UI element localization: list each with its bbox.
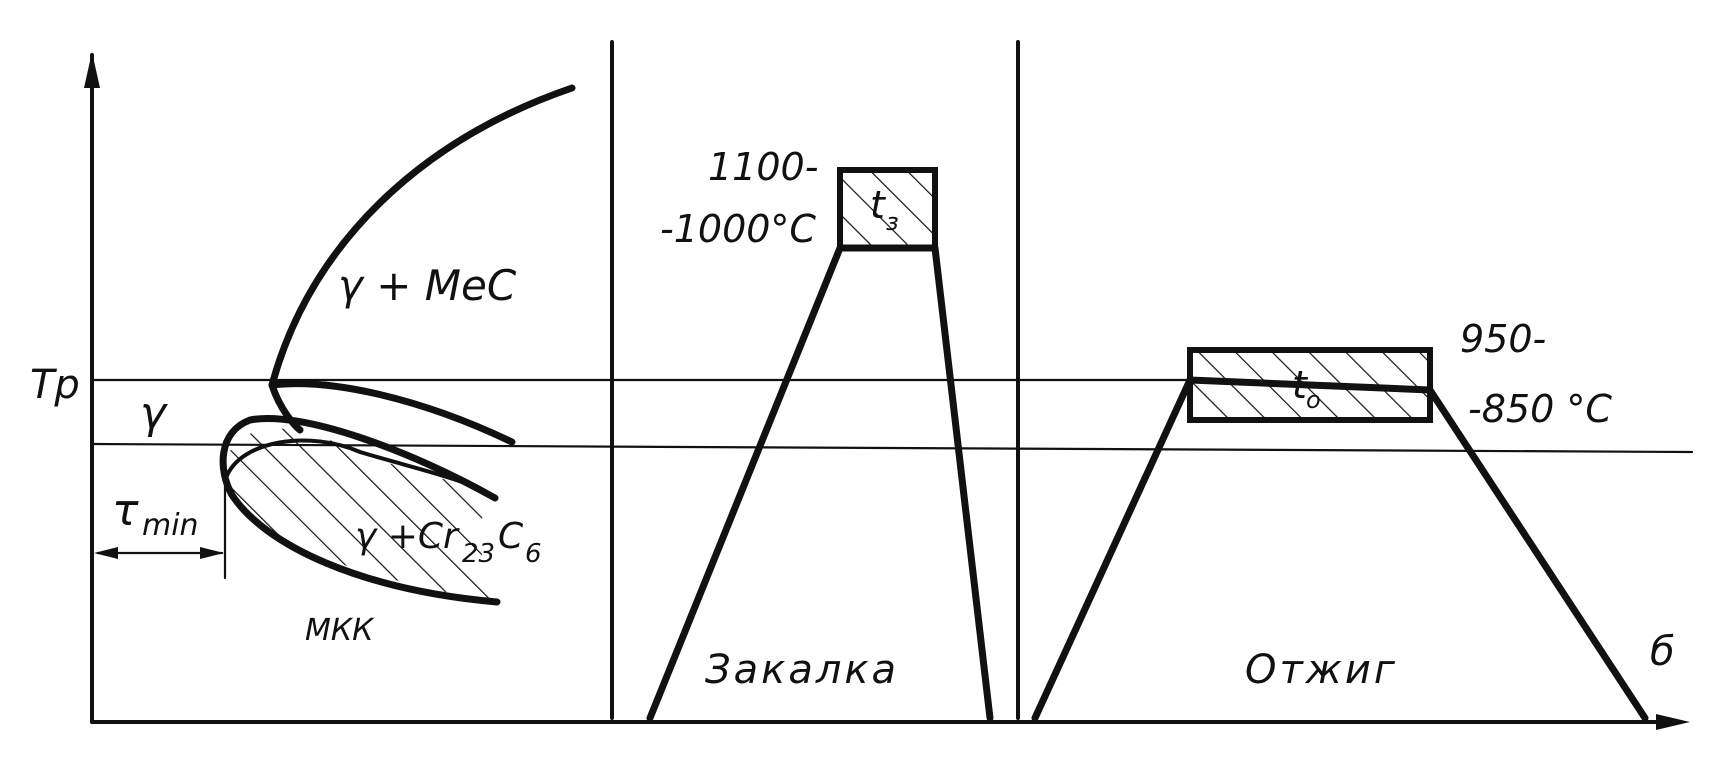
tau-min-arrow-left (94, 547, 118, 559)
gamma-carbide-c: C (498, 516, 524, 557)
quench-temp-line2: -1000°C (660, 207, 816, 251)
carbide-curve-outer (219, 414, 501, 606)
tp-tongue-curve (268, 380, 516, 446)
anneal-hold-box (1187, 347, 1433, 423)
right-label: б (1650, 629, 1675, 675)
gamma-label: γ (140, 388, 168, 439)
quench-process-label: Закалка (705, 647, 899, 693)
tau-min-sub: min (142, 508, 199, 543)
quench-box-label: t (870, 183, 887, 227)
temperature-axis-arrow (84, 52, 100, 88)
labels: Tp б γ γ + MeC γ +Cr 23 C 6 τ min МКК 11… (30, 145, 1675, 693)
left-panel-curves (94, 84, 576, 606)
tau-min-arrow-right (200, 547, 224, 559)
anneal-process-label: Отжиг (1245, 647, 1398, 693)
gamma-carbide-label: γ +Cr (355, 516, 460, 557)
lower-line (90, 442, 1694, 454)
anneal-box-sub: o (1306, 386, 1321, 414)
mkk-label: МКК (305, 613, 375, 648)
quench-hold-box (837, 167, 938, 251)
carbide-region (225, 428, 497, 602)
quench-box-sub: з (886, 208, 899, 236)
anneal-temp-line1: 950- (1460, 317, 1546, 361)
carbide-curve-inner (224, 438, 497, 500)
tau-min-label: τ (112, 485, 139, 536)
anneal-profile (1031, 347, 1649, 722)
tp-label: Tp (30, 362, 80, 408)
quench-profile (646, 167, 994, 722)
time-axis-arrow (1656, 714, 1690, 730)
gamma-mec-label: γ + MeC (338, 261, 517, 310)
gamma-carbide-sub2: 6 (525, 539, 542, 569)
axes (84, 52, 1690, 730)
mec-curve (268, 84, 576, 434)
quench-temp-line1: 1100- (708, 145, 818, 189)
gamma-carbide-sub1: 23 (462, 539, 495, 569)
anneal-temp-line2: -850 °C (1468, 387, 1612, 431)
anneal-box-label: t (1292, 363, 1309, 407)
